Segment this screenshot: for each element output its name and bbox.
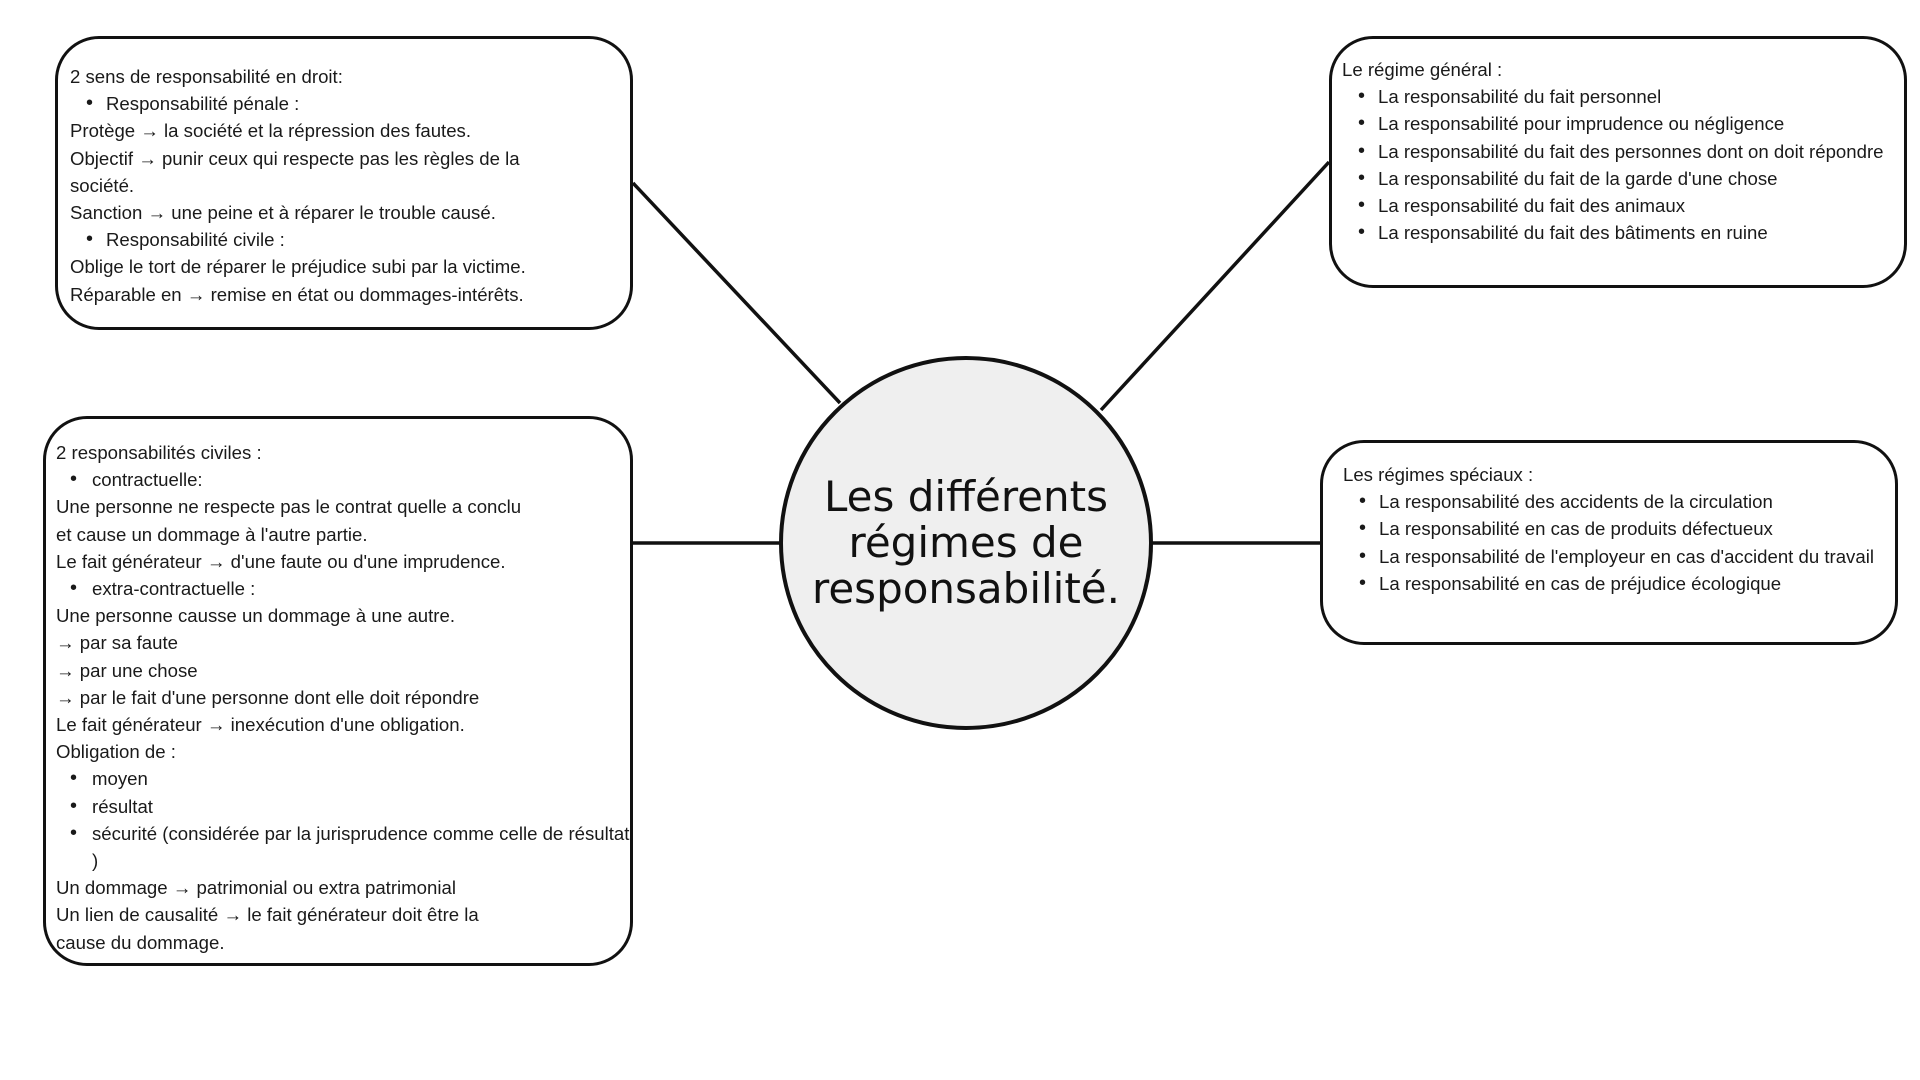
special-regimes-box: Les régimes spéciaux : La responsabilité …	[1320, 440, 1898, 645]
connector-top-left	[631, 181, 842, 405]
text-line: société.	[70, 174, 135, 196]
text-line: Oblige le tort de réparer le préjudice s…	[70, 256, 526, 278]
bullet-item: Responsabilité civile :	[70, 226, 662, 253]
bullet-item: résultat	[56, 793, 632, 820]
general-regime-box: Le régime général :La responsabilité du …	[1329, 36, 1907, 288]
text-line: Une personne causse un dommage à une aut…	[56, 605, 455, 627]
civil-responsibilities-box: 2 responsabilités civiles : contractuelle…	[43, 416, 633, 966]
center-topic-circle: Les différents régimes de responsabilité…	[779, 356, 1153, 730]
bullet-item: contractuelle:	[56, 466, 632, 493]
bullet-item: Responsabilité pénale :	[70, 90, 662, 117]
bullet-item: sécurité (considérée par la jurisprudenc…	[56, 820, 632, 874]
text-line: Réparable en → remise en état ou dommage…	[70, 283, 524, 305]
text-line: Le régime général :	[1342, 59, 1503, 80]
bullet-item: La responsabilité du fait de la garde d'…	[1342, 165, 1918, 192]
text-line: → par sa faute	[56, 632, 178, 654]
text-line: cause du dommage.	[56, 931, 225, 953]
text-line: Objectif → punir ceux qui respecte pas l…	[70, 147, 520, 169]
text-line: Un lien de causalité → le fait générateu…	[56, 904, 479, 926]
bullet-item: La responsabilité du fait des animaux	[1342, 192, 1918, 219]
text-line: Sanction → une peine et à réparer le tro…	[70, 202, 496, 224]
bullet-item: extra-contractuelle :	[56, 575, 632, 602]
text-line: Protège → la société et la répression de…	[70, 120, 472, 142]
text-line: Les régimes spéciaux :	[1343, 464, 1534, 485]
bullet-item: La responsabilité des accidents de la ci…	[1343, 488, 1895, 515]
bullet-item: La responsabilité en cas de produits déf…	[1343, 515, 1895, 542]
text-line: → par une chose	[56, 659, 198, 681]
text-line: Une personne ne respecte pas le contrat …	[56, 496, 522, 518]
text-line: et cause un dommage à l'autre partie.	[56, 523, 368, 545]
bullet-item: La responsabilité du fait des personnes …	[1342, 138, 1918, 165]
bullet-item: La responsabilité pour imprudence ou nég…	[1342, 110, 1918, 137]
penal-civil-responsibility-box: 2 sens de responsabilité en droit:Respon…	[55, 36, 633, 330]
text-line: Le fait générateur → inexécution d'une o…	[56, 714, 465, 736]
bullet-item: La responsabilité de l'employeur en cas …	[1343, 543, 1895, 570]
bullet-item: La responsabilité en cas de préjudice éc…	[1343, 570, 1895, 597]
bullet-item: La responsabilité du fait personnel	[1342, 83, 1918, 110]
text-line: → par le fait d'une personne dont elle d…	[56, 686, 480, 708]
text-line: 2 sens de responsabilité en droit:	[70, 66, 343, 87]
text-line: Un dommage → patrimonial ou extra patrim…	[56, 877, 456, 899]
bullet-item: moyen	[56, 765, 632, 792]
bullet-item: La responsabilité du fait des bâtiments …	[1342, 219, 1918, 246]
center-title: Les différents régimes de responsabilité…	[812, 472, 1120, 613]
text-line: Obligation de :	[56, 741, 176, 763]
text-line: 2 responsabilités civiles :	[56, 442, 262, 463]
connector-top-right	[1099, 160, 1331, 412]
text-line: Le fait générateur → d'une faute ou d'un…	[56, 550, 506, 572]
